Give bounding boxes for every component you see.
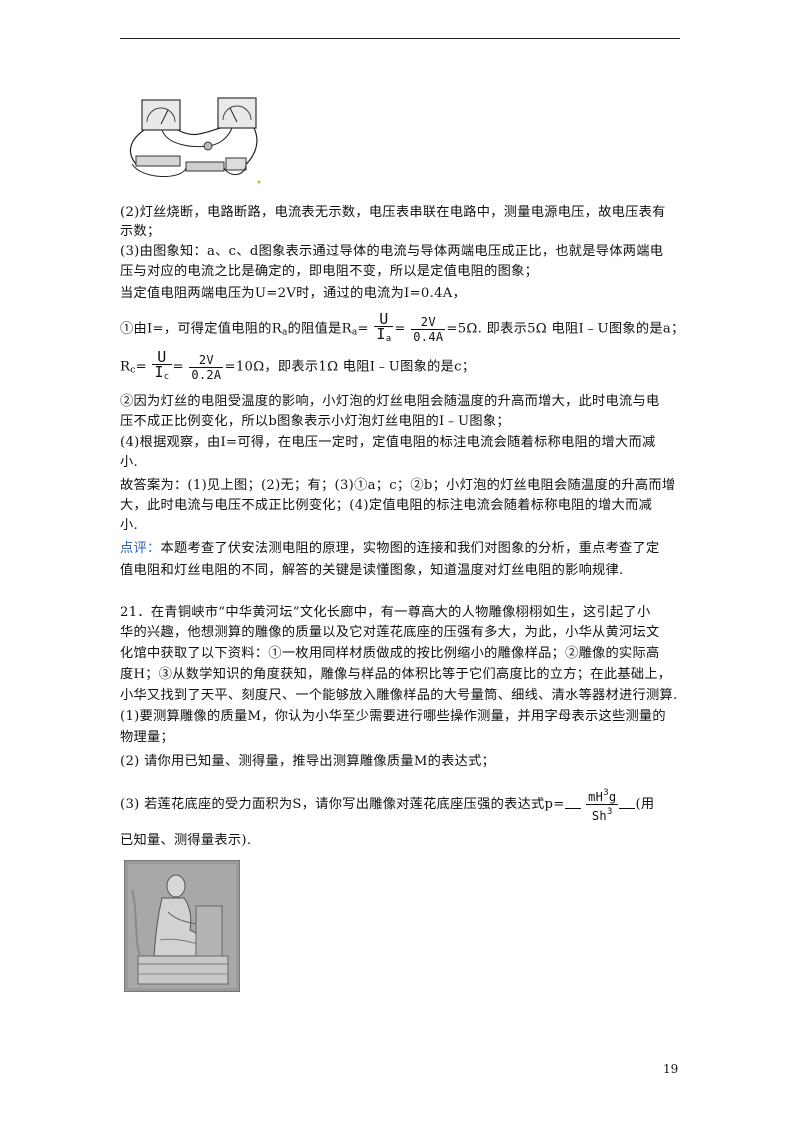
denominator: Sh3 (586, 805, 618, 823)
question-line: 化馆中获取了以下资料：①一枚用同样材质做成的按比例缩小的雕像样品；②雕像的实际高 (120, 646, 660, 661)
pressure-formula-line: (3) 若莲花底座的受力面积为S，请你写出雕像对莲花底座压强的表达式p= mH3… (120, 786, 654, 823)
text-line: (3)由图象知：a、c、d图象表示通过导体的电流与导体两端电压成正比，也就是导体… (120, 244, 664, 259)
text-line: 压与对应的电流之比是确定的，即电阻不变，所以是定值电阻的图象； (120, 264, 539, 279)
text-span: =10Ω，即表示1Ω 电阻I﹣U图象的是c； (224, 359, 476, 375)
formula-line-rc: Rc= U Ic = 2V 0.2A =10Ω，即表示1Ω 电阻I﹣U图象的是c… (120, 350, 475, 384)
subscript: a (351, 327, 358, 338)
text-line: (4)根据观察，由I=可得，在电压一定时，定值电阻的标注电流会随着标称电阻的增大… (120, 435, 656, 450)
circuit-apparatus-image (122, 90, 264, 186)
fraction-pressure: mH3g Sh3 (586, 786, 619, 823)
subscript: c (163, 372, 170, 382)
denominator-text: I (154, 363, 164, 381)
text-line: 当定值电阻两端电压为U=2V时，通过的电流为I=0.4A， (120, 286, 467, 301)
superscript: 3 (606, 807, 613, 817)
numerator: U (152, 350, 172, 365)
numerator: 2V (189, 353, 224, 368)
answer-line: 大，此时电流与电压不成正比例变化；(4)定值电阻的标注电流会随着标称电阻的增大而… (120, 498, 653, 513)
numerator: U (374, 312, 394, 327)
text-span: =5Ω. 即表示5Ω 电阻I﹣U图象的是a； (446, 321, 685, 337)
comment-line: 值电阻和灯丝电阻的不同，解答的关键是读懂图象，知道温度对灯丝电阻的影响规律. (120, 563, 624, 578)
comment-label: 点评： (120, 541, 161, 556)
text-span: ①由I=，可得定值电阻的R (120, 321, 282, 337)
text-span: 本题考查了伏安法测电阻的原理，实物图的连接和我们对图象的分析，重点考查了定 (160, 541, 660, 556)
statue-photo (124, 860, 240, 992)
header-rule (120, 38, 680, 39)
denominator: Ia (374, 327, 393, 346)
denominator-text: Sh (591, 809, 607, 823)
subscript: c (130, 365, 136, 376)
question-line: 度H；③从数学知识的角度获知，雕像与样品的体积比等于它们高度比的立方；在此基础上… (120, 667, 672, 682)
text-line: (2)灯丝烧断，电路断路，电流表无示数，电压表串联在电路中，测量电源电压，故电压… (120, 205, 666, 220)
text-line: ②因为灯丝的电阻受温度的影响，小灯泡的灯丝电阻会随温度的升高而增大，此时电流与电 (120, 394, 660, 409)
denominator: 0.2A (191, 367, 222, 382)
equals-sign: = (135, 359, 147, 375)
numerator: 2V (411, 315, 446, 330)
denominator: Ic (152, 365, 171, 384)
answer-line: 小. (120, 518, 138, 533)
question-line: 华的兴趣，他想测算的雕像的质量以及它对莲花底座的压强有多大，为此，小华从黄河坛文 (120, 625, 660, 640)
text-line: 压不成正比例变化，所以b图象表示小灯泡灯丝电阻的I﹣U图象； (120, 414, 510, 429)
equals-sign: = (172, 359, 184, 375)
answer-blank (619, 808, 636, 809)
numerator: mH3g (586, 786, 619, 805)
subscript: a (385, 334, 392, 344)
fraction-u-over-ic: U Ic (152, 350, 172, 384)
question-line: 已知量、测得量表示). (120, 833, 252, 848)
answer-blank (564, 808, 581, 809)
text-span: 的阻值是R (287, 321, 352, 337)
comment-line: 点评：本题考查了伏安法测电阻的原理，实物图的连接和我们对图象的分析，重点考查了定 (120, 540, 660, 558)
question-line: (2) 请你用已知量、测得量，推导出测算雕像质量M的表达式； (120, 754, 496, 769)
superscript: 3 (603, 788, 609, 798)
denominator: 0.4A (413, 329, 444, 344)
question-line: 物理量； (120, 730, 174, 745)
fraction-2v-over-04a: 2V 0.4A (411, 315, 446, 344)
text-span: (用 (635, 797, 655, 812)
denominator-text: I (376, 325, 386, 343)
question-line: 21．在青铜峡市“中华黄河坛”文化长廊中，有一尊高大的人物雕像栩栩如生，这引起了… (120, 605, 651, 620)
text-span: (3) 若莲花底座的受力面积为S，请你写出雕像对莲花底座压强的表达式p= (120, 797, 565, 812)
page-number: 19 (663, 1062, 679, 1076)
fraction-u-over-ia: U Ia (374, 312, 394, 346)
question-line: (1)要测算雕像的质量M，你认为小华至少需要进行哪些操作测量，并用字母表示这些测… (120, 709, 666, 724)
question-line: 小华又找到了天平、刻度尺、一个能够放入雕像样品的大号量筒、细线、清水等器材进行测… (120, 688, 678, 703)
equals-sign: = (357, 321, 369, 337)
fraction-2v-over-02a: 2V 0.2A (189, 353, 224, 382)
formula-line-ra: ①由I=，可得定值电阻的Ra的阻值是Ra= U Ia = 2V 0.4A =5Ω… (120, 312, 685, 346)
subscript: a (281, 327, 288, 338)
numerator-tail: g (608, 790, 617, 804)
numerator-text: mH (588, 790, 604, 804)
equals-sign: = (394, 321, 406, 337)
answer-line: 故答案为：(1)见上图；(2)无；有；(3)①a；c；②b；小灯泡的灯丝电阻会随… (120, 478, 676, 493)
text-line: 小. (120, 455, 138, 470)
text-line: 示数； (120, 224, 161, 239)
text-span: R (120, 359, 131, 375)
